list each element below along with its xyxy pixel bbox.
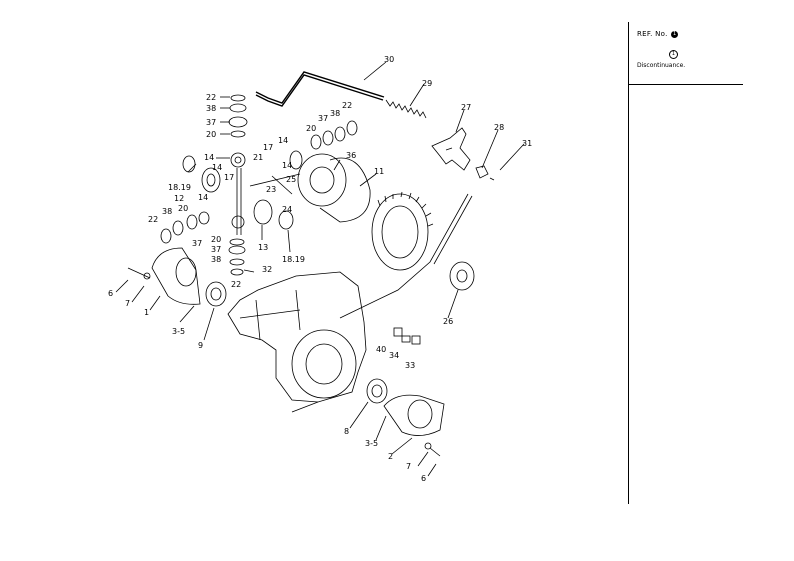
part-number-37-left: 37 — [192, 239, 202, 248]
part-number-38-right: 38 — [330, 109, 340, 118]
part-number-31: 31 — [522, 139, 532, 148]
panel-divider-vertical — [628, 22, 629, 504]
part-number-38-left: 38 — [162, 207, 172, 216]
part-number-25: 25 — [286, 175, 296, 184]
left-cover — [151, 247, 201, 305]
part-number-20: 20 — [206, 130, 216, 139]
part-number-37: 37 — [206, 118, 216, 127]
part-number-14-mid: 14 — [212, 163, 222, 172]
part-number-17-mid: 17 — [224, 173, 234, 182]
part-number-32: 32 — [262, 265, 272, 274]
part-number-30: 30 — [384, 55, 394, 64]
part-number-29: 29 — [422, 79, 432, 88]
part-number-6-left: 6 — [108, 289, 113, 298]
reference-mark-2: 1 — [669, 40, 678, 59]
shift-fork — [431, 127, 471, 171]
part-number-36: 36 — [346, 151, 356, 160]
part-number-14-extra: 14 — [282, 161, 292, 170]
axle-line — [339, 193, 473, 319]
part-number-14: 14 — [204, 153, 214, 162]
retaining-clip — [489, 177, 495, 181]
part-number-37-right: 37 — [318, 114, 328, 123]
companion-flange — [449, 261, 475, 291]
discontinuance-note: Discontinuance. — [637, 62, 686, 69]
left-bearing — [205, 281, 227, 307]
shift-pin — [475, 165, 489, 179]
washer-stack-left — [160, 211, 210, 244]
part-number-37-bottom: 37 — [211, 245, 221, 254]
washer-stack-top — [228, 94, 248, 138]
spring — [385, 99, 427, 119]
thrust-washer-left — [182, 155, 196, 173]
panel-divider-horizontal — [628, 84, 743, 85]
left-bolt — [127, 267, 151, 280]
part-number-7-left: 7 — [125, 299, 130, 308]
ref-mark-filled: 1 — [671, 30, 679, 38]
differential-case — [297, 153, 371, 223]
pinion-shaft — [236, 168, 242, 235]
part-number-11: 11 — [374, 167, 384, 176]
part-number-9: 9 — [198, 341, 203, 350]
reference-label: REF. No. 1 — [637, 30, 679, 38]
ring-gear — [371, 191, 434, 271]
washer-stack-right — [289, 120, 358, 170]
part-number-27: 27 — [461, 103, 471, 112]
right-bearing — [366, 378, 388, 404]
plug-set — [393, 327, 421, 345]
pin-23 — [271, 175, 293, 195]
right-cover — [383, 394, 445, 436]
part-number-12: 12 — [174, 194, 184, 203]
part-number-1: 1 — [144, 308, 149, 317]
ref-mark-outline: 1 — [669, 50, 678, 59]
shift-rod — [255, 71, 385, 107]
washer-stack-bottom — [228, 238, 246, 276]
ref-text: REF. No. — [637, 30, 668, 38]
part-number-6-right: 6 — [421, 474, 426, 483]
pinion-gear-top — [230, 152, 246, 168]
part-number-21: 21 — [253, 153, 263, 162]
part-number-20-right: 20 — [306, 124, 316, 133]
part-number-40: 40 — [376, 345, 386, 354]
part-number-22-bottom: 22 — [231, 280, 241, 289]
part-number-18-19-right: 18.19 — [282, 255, 305, 264]
part-number-34: 34 — [389, 351, 399, 360]
part-number-8: 8 — [344, 427, 349, 436]
right-bolt — [424, 442, 441, 457]
side-gear-left — [201, 167, 221, 193]
pinion-gear-bottom — [231, 215, 245, 229]
leader-lines — [115, 61, 525, 477]
part-number-14-right: 14 — [278, 136, 288, 145]
main-housing — [227, 271, 367, 403]
part-number-38-bottom: 38 — [211, 255, 221, 264]
part-number-22-left: 22 — [148, 215, 158, 224]
part-number-33: 33 — [405, 361, 415, 370]
part-number-22-right: 22 — [342, 101, 352, 110]
part-number-3-5-left: 3-5 — [172, 327, 185, 336]
part-number-24: 24 — [282, 205, 292, 214]
part-number-23: 23 — [266, 185, 276, 194]
part-number-22: 22 — [206, 93, 216, 102]
spacer-ring-13 — [253, 199, 273, 225]
part-number-3-5-right: 3-5 — [365, 439, 378, 448]
part-number-2: 2 — [388, 452, 393, 461]
part-number-13: 13 — [258, 243, 268, 252]
part-number-20-bottom: 20 — [211, 235, 221, 244]
part-number-14-left: 14 — [198, 193, 208, 202]
ring-24 — [278, 210, 294, 230]
part-number-17: 17 — [263, 143, 273, 152]
shaft-21 — [249, 173, 301, 187]
part-number-18-19: 18.19 — [168, 183, 191, 192]
part-number-26: 26 — [443, 317, 453, 326]
part-number-20-left: 20 — [178, 204, 188, 213]
part-number-38: 38 — [206, 104, 216, 113]
part-number-7-right: 7 — [406, 462, 411, 471]
part-number-28: 28 — [494, 123, 504, 132]
